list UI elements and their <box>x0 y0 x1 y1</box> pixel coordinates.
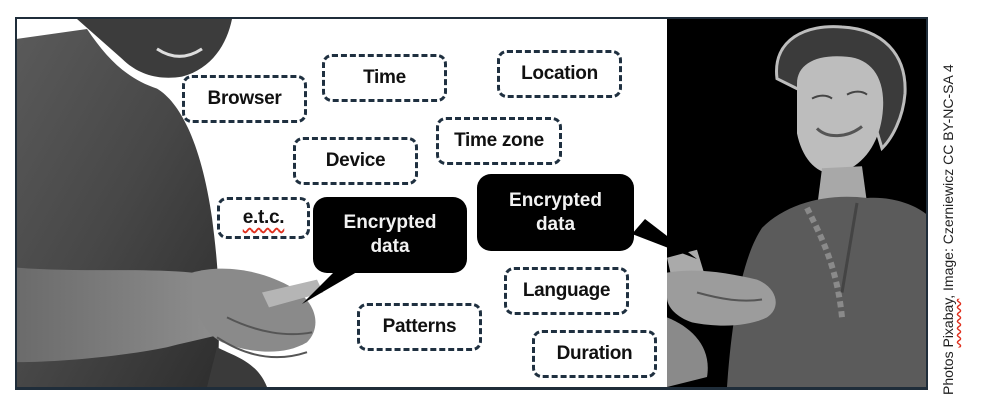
tag-language-label: Language <box>522 280 611 301</box>
caption-prefix: Photos <box>940 347 956 395</box>
bubble-left-line1: Encrypted <box>343 212 437 233</box>
caption-suffix: , Image: Czerniewicz CC BY-NC-SA 4 <box>940 64 956 299</box>
diagram-frame: Browser Time Location Device Time zone e… <box>15 17 928 390</box>
encrypted-data-bubble-right: Encrypted data <box>477 174 634 251</box>
tag-device-label: Device <box>325 150 386 171</box>
tag-etc: e.t.c. <box>217 197 310 239</box>
tag-location: Location <box>497 50 622 98</box>
tag-time: Time <box>322 54 447 102</box>
tag-time-zone-label: Time zone <box>454 130 544 151</box>
tag-duration-label: Duration <box>556 343 633 364</box>
tag-time-zone: Time zone <box>436 117 562 165</box>
woman-with-phone-photo <box>667 19 926 387</box>
bubble-left-line2: data <box>370 236 410 257</box>
tag-browser: Browser <box>182 75 307 123</box>
tag-patterns: Patterns <box>357 303 482 351</box>
bubble-right-line1: Encrypted <box>509 189 602 211</box>
tag-etc-label: e.t.c. <box>242 207 285 228</box>
tag-language: Language <box>504 267 629 315</box>
tag-time-label: Time <box>363 67 406 88</box>
tag-duration: Duration <box>532 330 657 378</box>
photo-credit-caption: Photos Pixabay, Image: Czerniewicz CC BY… <box>940 25 956 395</box>
tag-location-label: Location <box>521 63 598 84</box>
tag-patterns-label: Patterns <box>382 316 457 337</box>
bubble-right-line2: data <box>535 213 576 235</box>
tag-browser-label: Browser <box>207 88 282 109</box>
caption-source-link[interactable]: Pixabay <box>940 298 956 348</box>
tag-device: Device <box>293 137 418 185</box>
encrypted-data-bubble-left: Encrypted data <box>313 197 467 273</box>
man-with-phone-photo <box>17 19 323 387</box>
